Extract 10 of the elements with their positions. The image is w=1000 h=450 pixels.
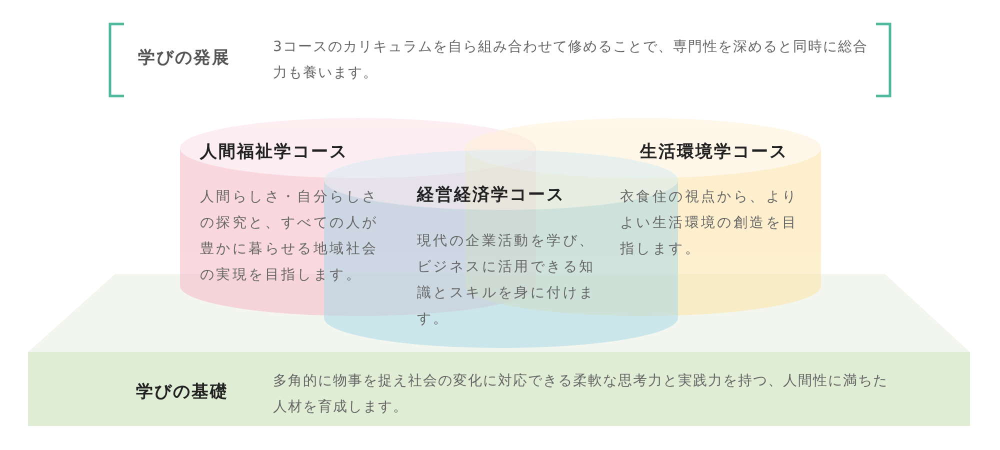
description-text: 3コースのカリキュラムを自ら組み合わせて修めることで、専門性を深めると同時に総合力も養います。 bbox=[273, 38, 869, 83]
section-heading: 学びの基礎 bbox=[136, 381, 228, 403]
section-heading: 学びの発展 bbox=[138, 47, 230, 69]
course-description: 衣食住の視点から、よりよい生活環境の創造を目指します。 bbox=[620, 188, 800, 259]
course-description: 現代の企業活動を学び、ビジネスに活用できる知識とスキルを身に付けます。 bbox=[417, 232, 596, 329]
course-heading: 経営経済学コース bbox=[417, 184, 565, 206]
course-description: 人間らしさ・自分らしさの探究と、すべての人が豊かに暮らせる地域社会の実現を目指します。 bbox=[200, 188, 380, 285]
course-heading: 人間福祉学コース bbox=[200, 141, 348, 163]
description-text: 多角的に物事を捉え社会の変化に対応できる柔軟な思考力と実践力を持つ、人間性に満ちた人材を育成します。 bbox=[273, 372, 889, 417]
course-heading: 生活環境学コース bbox=[640, 141, 788, 163]
